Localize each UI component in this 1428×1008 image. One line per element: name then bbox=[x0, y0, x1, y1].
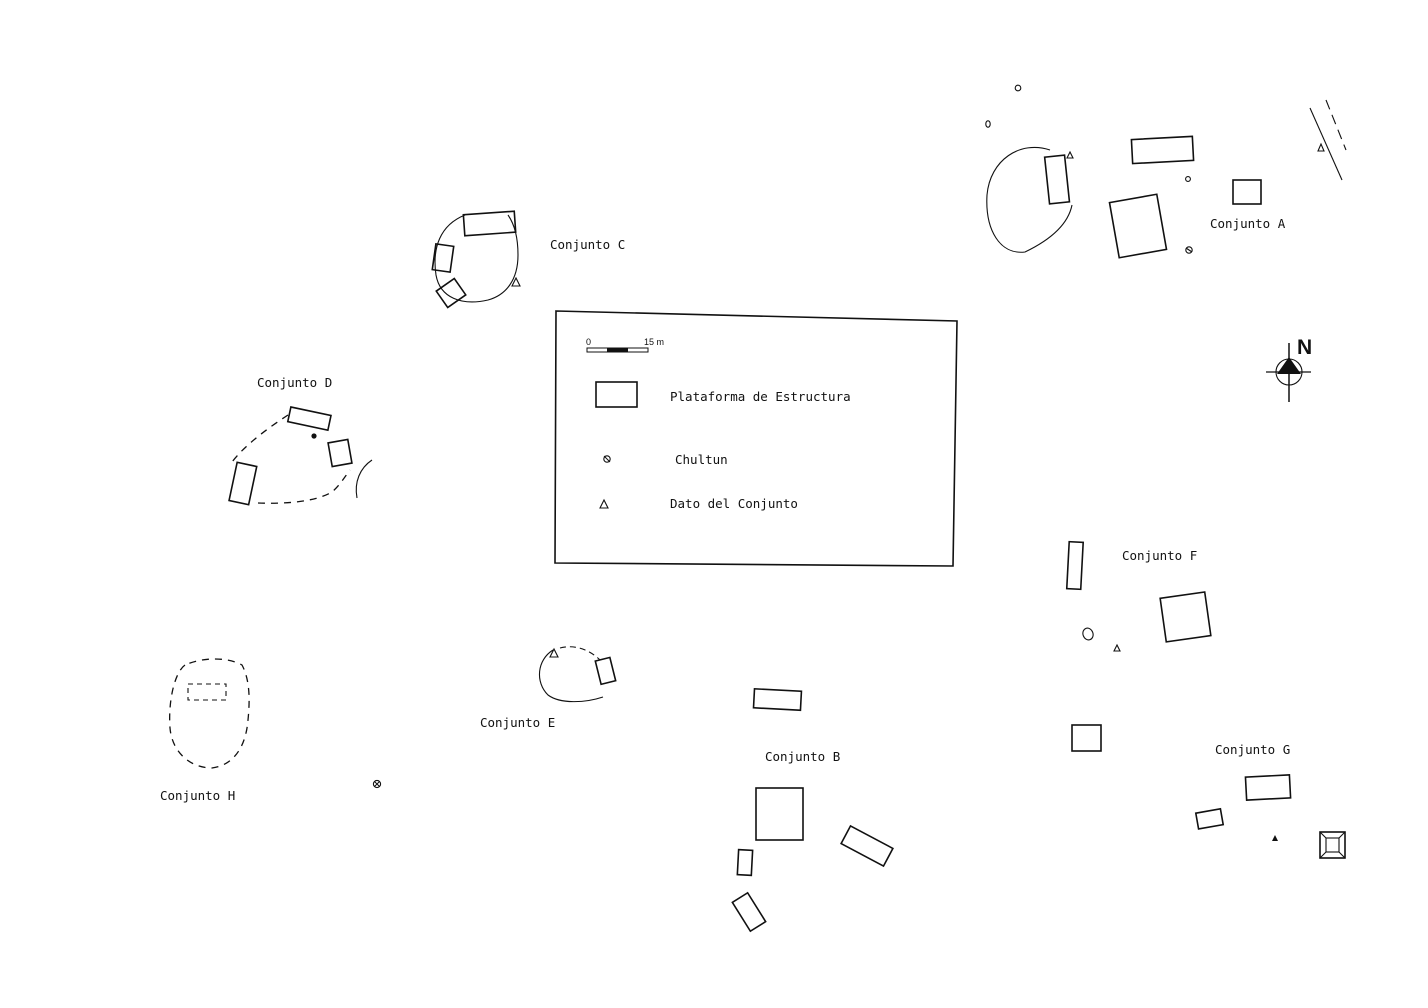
boundary-line bbox=[1325, 99, 1347, 151]
platform bbox=[1043, 154, 1071, 205]
label-conjunto-f: Conjunto F bbox=[1122, 548, 1197, 563]
legend: 0 15 m Plataforma de Estructura Chultun … bbox=[554, 310, 958, 567]
platform bbox=[840, 824, 894, 868]
datum-triangle-icon bbox=[599, 498, 609, 509]
plaza-outline bbox=[559, 646, 601, 661]
scale-bar: 0 15 m bbox=[586, 337, 664, 353]
platform bbox=[327, 438, 353, 468]
plaza-outline bbox=[434, 214, 519, 303]
datum-triangle-icon bbox=[1113, 643, 1121, 652]
plaza-outline bbox=[539, 649, 604, 703]
pyramid-structure bbox=[1319, 831, 1346, 859]
platform bbox=[1108, 193, 1168, 259]
label-conjunto-b: Conjunto B bbox=[765, 749, 840, 764]
north-arrow: N bbox=[1266, 336, 1312, 402]
plaza-outline bbox=[986, 146, 1073, 253]
conjunto-a: Conjunto A bbox=[985, 84, 1347, 259]
datum-triangle-icon bbox=[1066, 150, 1074, 159]
datum-triangle-icon bbox=[1317, 142, 1325, 152]
datum-triangle-icon bbox=[511, 276, 521, 287]
label-conjunto-a: Conjunto A bbox=[1210, 216, 1286, 231]
platform bbox=[1244, 774, 1292, 801]
label-conjunto-d: Conjunto D bbox=[257, 375, 332, 390]
platform bbox=[1065, 540, 1085, 591]
chultun-icon bbox=[985, 120, 991, 128]
plaza-outline bbox=[257, 469, 351, 504]
chultun-icon bbox=[311, 433, 317, 439]
conjunto-h: Conjunto H bbox=[160, 658, 382, 803]
platform-unexcavated bbox=[187, 683, 227, 701]
legend-label-datum: Dato del Conjunto bbox=[670, 496, 798, 511]
platform bbox=[736, 848, 754, 877]
platform bbox=[1194, 807, 1225, 830]
label-conjunto-c: Conjunto C bbox=[550, 237, 625, 252]
platform bbox=[1159, 591, 1212, 643]
chultun-mark bbox=[1185, 247, 1193, 253]
chultun-icon bbox=[1082, 627, 1094, 641]
platform bbox=[435, 277, 467, 309]
platform bbox=[594, 656, 617, 686]
platform bbox=[228, 461, 258, 506]
platform bbox=[1232, 179, 1262, 205]
conjunto-f: Conjunto F bbox=[1065, 540, 1212, 652]
platform bbox=[755, 787, 804, 841]
conjunto-b: Conjunto B bbox=[731, 687, 894, 933]
svg-text:15 m: 15 m bbox=[644, 337, 664, 347]
north-label: N bbox=[1297, 336, 1312, 359]
label-conjunto-g: Conjunto G bbox=[1215, 742, 1290, 757]
label-conjunto-h: Conjunto H bbox=[160, 788, 235, 803]
chultun-icon bbox=[603, 455, 611, 463]
platform bbox=[286, 406, 332, 432]
conjunto-g: Conjunto G bbox=[1071, 724, 1346, 859]
platform bbox=[462, 210, 517, 237]
arc-outline bbox=[355, 459, 373, 499]
chultun-icon bbox=[372, 779, 382, 789]
platform bbox=[752, 687, 803, 712]
chultun-icon bbox=[1185, 176, 1191, 182]
plaza-outline bbox=[169, 658, 250, 769]
legend-frame bbox=[554, 310, 958, 567]
datum-triangle-icon bbox=[1272, 835, 1278, 841]
conjunto-d: Conjunto D bbox=[228, 375, 373, 506]
conjunto-e: Conjunto E bbox=[480, 646, 617, 730]
chultun-icon bbox=[1185, 246, 1193, 254]
conjunto-c: Conjunto C bbox=[431, 210, 625, 309]
platform bbox=[731, 891, 767, 933]
chultun-icon bbox=[1014, 84, 1022, 92]
svg-text:0: 0 bbox=[586, 337, 591, 347]
platform bbox=[1071, 724, 1102, 752]
platform-rectangle bbox=[595, 381, 638, 408]
label-conjunto-e: Conjunto E bbox=[480, 715, 555, 730]
datum-triangle-icon bbox=[549, 647, 559, 658]
legend-label-platform: Plataforma de Estructura bbox=[670, 389, 851, 404]
plaza-outline bbox=[231, 414, 289, 463]
boundary-line bbox=[1309, 107, 1343, 181]
platform bbox=[1130, 135, 1195, 165]
legend-label-chultun: Chultun bbox=[675, 452, 728, 467]
platform bbox=[431, 242, 455, 274]
